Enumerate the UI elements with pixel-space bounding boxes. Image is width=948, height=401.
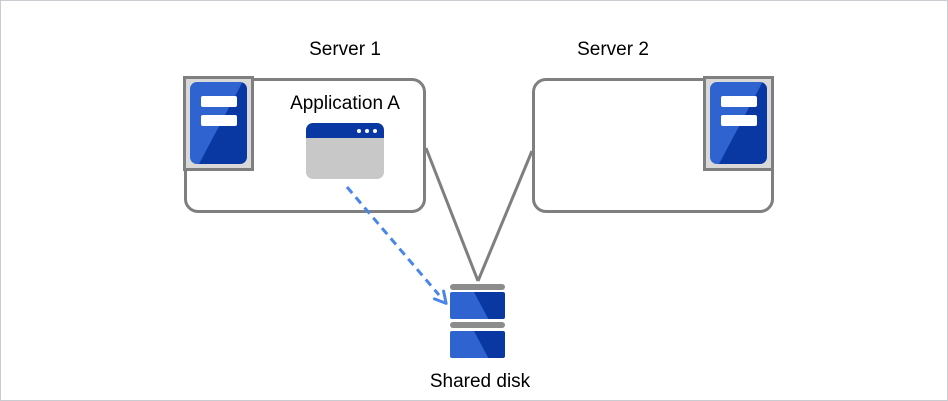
shared-disk-label: Shared disk xyxy=(429,371,531,392)
server2-label: Server 2 xyxy=(577,39,649,60)
window-dot-icon xyxy=(357,128,361,133)
server-tower-icon xyxy=(183,76,254,171)
application-label: Application A xyxy=(290,93,400,114)
drive-bay-slot xyxy=(721,96,757,107)
drive-bay-slot xyxy=(201,96,237,107)
disk-platter xyxy=(450,331,505,358)
server-tower-body xyxy=(710,82,767,164)
server2-disk-connector-line xyxy=(476,150,534,282)
server-tower-body xyxy=(190,82,247,164)
window-dot-icon xyxy=(365,128,369,133)
drive-bay-slot xyxy=(201,115,237,126)
disk-platter xyxy=(450,292,505,319)
disk-cap xyxy=(450,284,505,290)
server1-label: Server 1 xyxy=(309,39,381,60)
app-window-icon xyxy=(306,123,384,179)
disk-cap xyxy=(450,322,505,328)
server1-disk-connector-line xyxy=(424,147,480,282)
app-window-body xyxy=(306,138,384,179)
disk-stack-icon xyxy=(450,284,505,358)
app-window-titlebar xyxy=(306,123,384,138)
server-tower-icon xyxy=(703,76,774,171)
window-dot-icon xyxy=(373,128,377,133)
drive-bay-slot xyxy=(721,115,757,126)
